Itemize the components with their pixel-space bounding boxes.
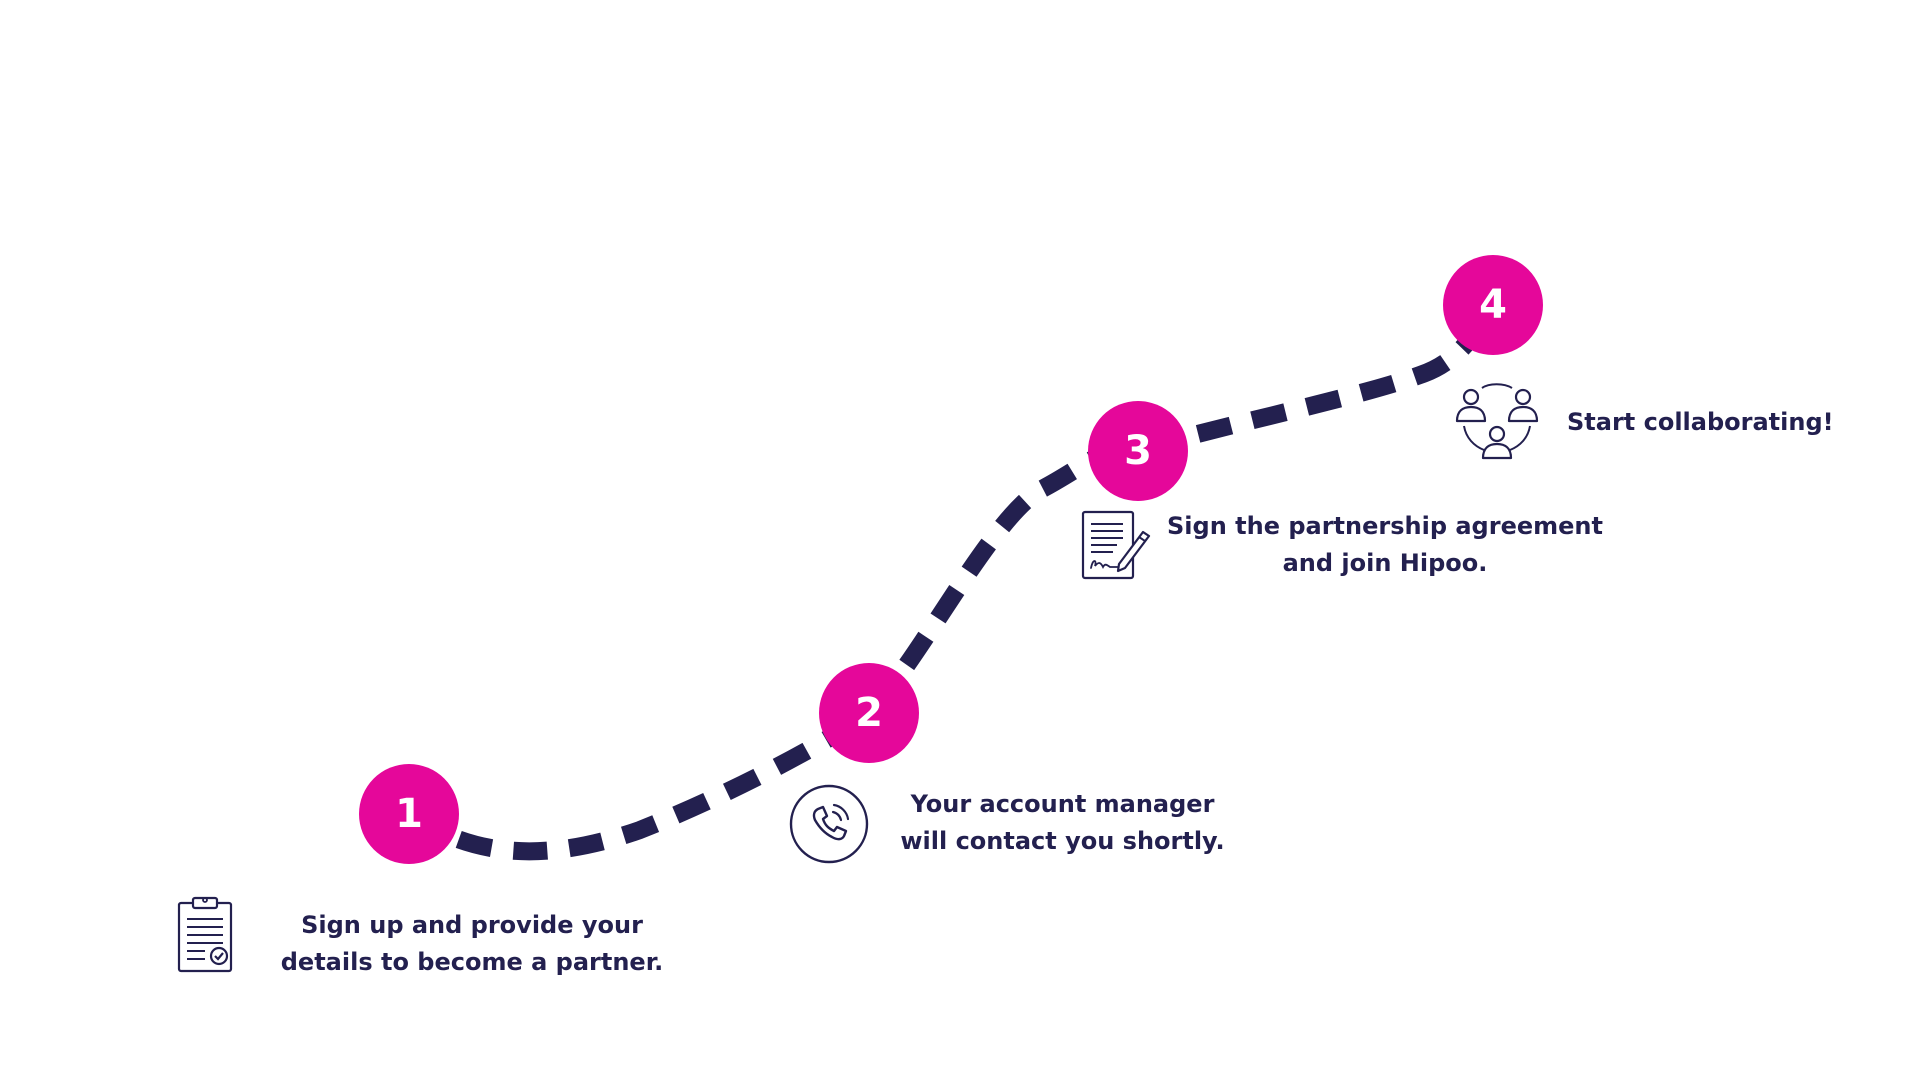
- team-network-icon: [1455, 380, 1539, 462]
- journey-path-line: [403, 300, 1501, 861]
- clipboard-check-icon: [163, 893, 245, 975]
- step-4-description: Start collaborating!: [1567, 404, 1907, 441]
- step-1-description-line-2: details to become a partner.: [280, 948, 664, 976]
- step-3-description-line-1: Sign the partnership agreement: [1167, 512, 1603, 540]
- step-1-description: Sign up and provide your details to beco…: [272, 907, 672, 981]
- step-3-description: Sign the partnership agreement and join …: [1155, 508, 1615, 582]
- phone-call-icon: [788, 783, 870, 865]
- step-2-description-line-2: will contact you shortly.: [900, 827, 1225, 855]
- step-3-number-badge: 3: [1088, 401, 1188, 501]
- signed-contract-icon: [1077, 506, 1159, 588]
- step-2-description-line-1: Your account manager: [910, 790, 1215, 818]
- step-1-description-line-1: Sign up and provide your: [301, 911, 643, 939]
- step-3-description-line-2: and join Hipoo.: [1282, 549, 1488, 577]
- step-1-number-badge: 1: [359, 764, 459, 864]
- step-4-description-line-1: Start collaborating!: [1567, 408, 1834, 436]
- step-2-number-badge: 2: [819, 663, 919, 763]
- step-2-description: Your account manager will contact you sh…: [875, 786, 1250, 860]
- step-4-number-badge: 4: [1443, 255, 1543, 355]
